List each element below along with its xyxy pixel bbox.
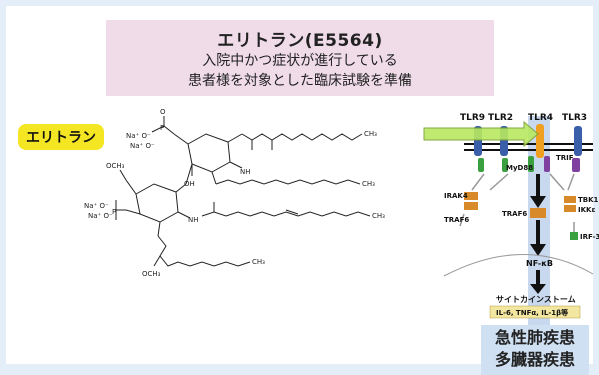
phosphorus-label-2: P: [112, 208, 116, 216]
receptor-tlr3: [574, 126, 582, 156]
ch3-label-4: CH₃: [252, 258, 265, 266]
phosphorus-label-1: P: [160, 124, 164, 132]
subtitle-line-2: 患者様を対象とした臨床試験を準備: [188, 73, 412, 89]
disease-line-2: 多臓器疾患: [494, 350, 575, 369]
sodium-label-1: Na⁺ O⁻: [126, 132, 151, 140]
subtitle-line-1: 入院中かつ症状が進行している: [202, 53, 398, 69]
receptor-label-tlr9: TLR9: [460, 113, 485, 123]
receptor-tlr4: [536, 124, 544, 158]
sodium-label-3: Na⁺ O⁻: [84, 202, 109, 210]
slide: エリトラン(E5564) 入院中かつ症状が進行している 患者様を対象とした臨床試…: [6, 6, 599, 375]
disease-box: 急性肺疾患 多臓器疾患: [481, 325, 589, 375]
inhibition-arrow: [423, 120, 539, 148]
tbk1-node: [564, 196, 576, 203]
receptor-label-tlr4: TLR4: [528, 113, 553, 123]
title: エリトラン(E5564): [217, 31, 383, 51]
nh-label-2: NH: [188, 216, 199, 224]
nh-label-1: NH: [240, 168, 251, 176]
irf3-node: [570, 232, 578, 240]
receptor-label-tlr3: TLR3: [562, 113, 587, 123]
tlr-pathway-diagram: TLR9 TLR2 TLR4 TLR3 MyD88 TRIF: [423, 113, 599, 326]
irak4-label: IRAK4: [444, 192, 468, 200]
och3-label-bottom: OCH₃: [142, 270, 161, 278]
traf6-left-node: [464, 202, 478, 210]
traf6-center-node: [530, 208, 546, 218]
cytokine-list-label: IL-6, TNFα, IL-1β等: [496, 308, 568, 317]
myd88-label: MyD88: [506, 164, 533, 172]
disease-line-1: 急性肺疾患: [494, 328, 575, 347]
tbk1-label: TBK1: [578, 196, 599, 204]
title-banner: エリトラン(E5564) 入院中かつ症状が進行している 患者様を対象とした臨床試…: [106, 20, 494, 96]
ikke-label: IKKε: [578, 206, 595, 214]
oh-label: OH: [184, 180, 195, 188]
irf3-label: IRF-3: [580, 233, 599, 241]
ch3-label-3: CH₃: [372, 212, 385, 220]
sodium-label-4: Na⁺ O⁻: [88, 212, 113, 220]
irak4-node: [464, 192, 478, 200]
och3-label-top: OCH₃: [106, 162, 125, 170]
cytokine-storm-label: サイトカインストーム: [496, 295, 576, 304]
ch3-label-2: CH₃: [362, 180, 375, 188]
traf6-center-label: TRAF6: [502, 210, 527, 218]
drug-name-badge: エリトラン: [18, 124, 104, 150]
trif-label: TRIF: [556, 154, 574, 162]
nfkb-label: NF-κB: [526, 259, 553, 268]
ch3-label-1: CH₃: [364, 130, 377, 138]
oxygen-label: O: [160, 108, 166, 116]
traf6-left-label: TRAF6: [444, 216, 469, 224]
sodium-label-2: Na⁺ O⁻: [130, 142, 155, 150]
ikke-node: [564, 205, 576, 212]
molecule-structure: Na⁺ O⁻ Na⁺ O⁻ P O NH OH CH₃ CH₃ OCH₃ Na⁺…: [84, 108, 385, 278]
receptor-label-tlr2: TLR2: [488, 113, 513, 123]
